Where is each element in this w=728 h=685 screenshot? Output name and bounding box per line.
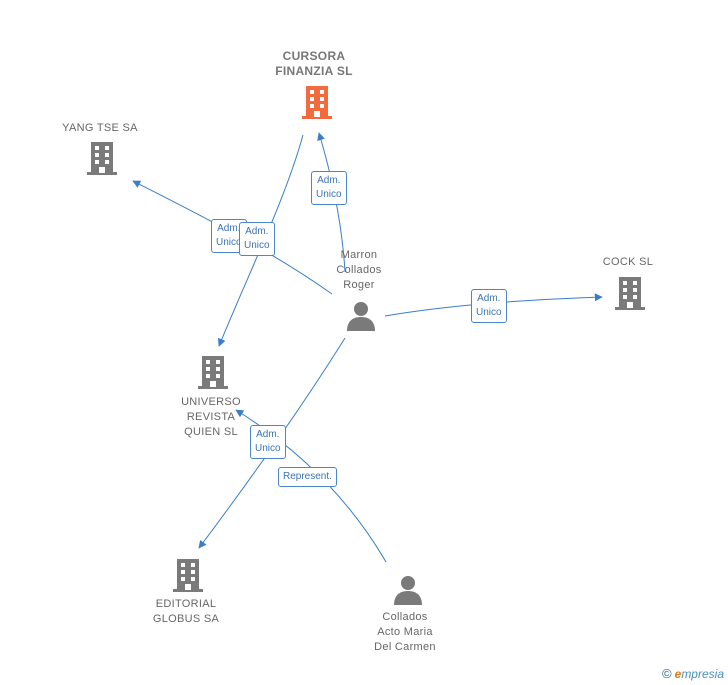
building-icon[interactable] — [85, 140, 119, 176]
node-label-universo: UNIVERSO REVISTA QUIEN SL — [181, 396, 241, 438]
copyright-icon: © — [662, 666, 672, 681]
node-label-yang: YANG TSE SA — [62, 122, 138, 134]
building-icon[interactable] — [171, 557, 205, 593]
node-label-editorial: EDITORIAL GLOBUS SA — [152, 598, 220, 625]
edge-label-marron-cock: Adm. Unico — [471, 289, 507, 323]
building-icon[interactable] — [300, 84, 334, 120]
node-label-marron: Marron Collados Roger — [336, 249, 382, 291]
edge-label-marron-editorial: Adm. Unico — [250, 425, 286, 459]
building-icon[interactable] — [613, 275, 647, 311]
brand-logo-initial: e — [674, 666, 682, 681]
node-label-cock: COCK SL — [602, 256, 654, 268]
edge-label-marron-cursora: Adm. Unico — [311, 171, 347, 205]
edge-label-cursora-universo: Adm. Unico — [239, 222, 275, 256]
node-label-collados: Collados Acto Maria Del Carmen — [374, 611, 436, 653]
person-icon[interactable] — [345, 300, 377, 332]
edge-label-collados-universo: Represent. — [278, 467, 337, 487]
building-icon[interactable] — [196, 354, 230, 390]
person-icon[interactable] — [392, 574, 424, 606]
node-label-cursora: CURSORA FINANZIA SL — [275, 49, 353, 78]
brand-logo-text: mpresia — [681, 666, 724, 681]
